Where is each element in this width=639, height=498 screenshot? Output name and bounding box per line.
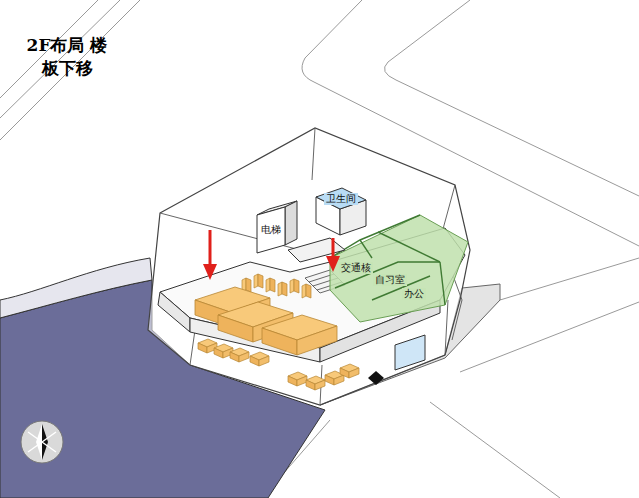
zone-label: 自习室 (373, 274, 407, 286)
toilet-core (316, 188, 366, 235)
glass-envelope (148, 128, 470, 405)
furniture (195, 274, 359, 390)
entrance-marker (368, 371, 384, 385)
shore-band (0, 258, 152, 318)
node-text: 交通核 (341, 262, 371, 274)
node-text: 办公 (404, 288, 424, 300)
toilet-label: 卫生间 (324, 193, 358, 205)
elevator-label: 电梯 (259, 224, 283, 236)
slab-edge (158, 292, 190, 332)
elevator-core (257, 201, 297, 253)
node-text: 卫生间 (326, 193, 356, 205)
window (395, 335, 425, 370)
zone-label: 交通核 (339, 262, 373, 274)
diagram-title: 2F布局 楼板下移 (22, 34, 112, 80)
north-arrow (21, 421, 63, 463)
node-text: 电梯 (261, 224, 281, 236)
node-text: 自习室 (375, 274, 405, 286)
move-down-arrow (203, 230, 340, 280)
zone-label: 办公 (402, 288, 426, 300)
